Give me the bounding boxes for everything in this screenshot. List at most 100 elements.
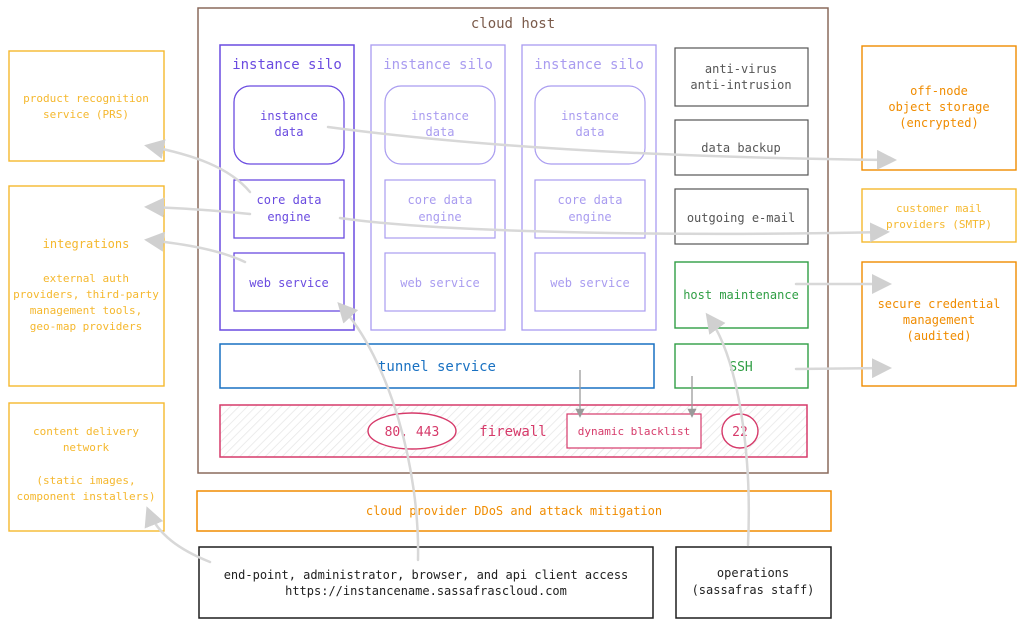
mail-line-2: providers (SMTP) [886, 218, 992, 231]
cloud-host: cloud host [197, 7, 829, 474]
web-service-box [233, 252, 345, 312]
client-access-box [198, 546, 654, 619]
ports-web-label: 80, 443 [385, 425, 440, 440]
dynamic-blacklist-label: dynamic blacklist [578, 425, 691, 438]
credential-box [861, 261, 1017, 387]
cdn-line-4: component installers) [16, 490, 155, 503]
cdn-line-3: (static images, [36, 474, 135, 487]
core-engine-label-2: engine [267, 210, 310, 224]
port-ssh-ellipse [721, 413, 759, 449]
host-maintenance-label: host maintenance [683, 288, 799, 302]
core-engine-label-1: core data [557, 193, 622, 207]
outgoing-email-box [674, 188, 809, 245]
antivirus-box [674, 47, 809, 107]
content-delivery-network: content delivery network (static images,… [8, 402, 165, 532]
integrations: integrations external auth providers, th… [8, 185, 165, 387]
dynamic-blacklist-box [566, 413, 702, 449]
integrations-line-3: management tools, [30, 304, 143, 317]
data-backup-box [674, 119, 809, 176]
prs-line-2: service (PRS) [43, 108, 129, 121]
arrow-engine-to-mail [338, 216, 890, 243]
cloud-host-frame [197, 7, 829, 474]
data-backup-label: data backup [701, 141, 780, 155]
operations-line-1: operations [717, 566, 789, 580]
cdn-box [8, 402, 165, 532]
outgoing-email-label: outgoing e-mail [687, 211, 795, 225]
firewall-label: firewall [479, 424, 546, 440]
customer-mail-providers: customer mail providers (SMTP) [861, 188, 1017, 243]
ddos-box [196, 490, 832, 532]
web-service-box [534, 252, 646, 312]
integrations-line-2: providers, third-party [13, 288, 159, 301]
silo-title: instance silo [383, 57, 493, 73]
host-services: anti-virus anti-intrusion data backup ou… [674, 47, 809, 389]
connector-arrows [144, 125, 897, 564]
instance-data-box [233, 85, 345, 165]
silo-frame [219, 44, 355, 331]
arrow-web-to-integrations [144, 231, 247, 264]
product-recognition-service: product recognition service (PRS) [8, 50, 165, 162]
mail-line-1: customer mail [896, 202, 982, 215]
core-engine-label-2: engine [418, 210, 461, 224]
core-engine-box [384, 179, 496, 239]
ddos-label: cloud provider DDoS and attack mitigatio… [366, 504, 662, 518]
integrations-title: integrations [43, 237, 130, 251]
integrations-box [8, 185, 165, 387]
operations-line-2: (sassafras staff) [692, 583, 815, 597]
ddos-mitigation: cloud provider DDoS and attack mitigatio… [196, 490, 832, 532]
integrations-line-1: external auth [43, 272, 129, 285]
prs-line-1: product recognition [23, 92, 149, 105]
ports-web-ellipse [367, 412, 457, 450]
arrow-client-to-web [337, 302, 420, 562]
antivirus-label-2: anti-intrusion [690, 78, 791, 92]
instance-data-label-1: instance [411, 109, 469, 123]
credential-line-3: (audited) [906, 329, 971, 343]
operations: operations (sassafras staff) [675, 546, 832, 619]
object-storage-line-1: off-node [910, 84, 968, 98]
arrow-engine-to-prs [144, 139, 252, 194]
core-engine-box [233, 179, 345, 239]
cdn-line-1: content delivery [33, 425, 139, 438]
arrow-engine-to-integrations [144, 197, 252, 218]
operations-box [675, 546, 832, 619]
arrow-ops-to-maintenance [705, 312, 750, 547]
object-storage-line-3: (encrypted) [899, 116, 978, 130]
cloud-host-title: cloud host [471, 16, 555, 32]
silo-frame [370, 44, 506, 331]
host-maintenance-box [674, 261, 809, 329]
prs-box [8, 50, 165, 162]
instance-data-box [534, 85, 646, 165]
instance-data-label-1: instance [561, 109, 619, 123]
client-access: end-point, administrator, browser, and a… [198, 546, 654, 619]
instance-data-label-2: data [426, 125, 455, 139]
instance-silo-2: instance silo instance data core data en… [370, 44, 506, 331]
core-engine-box [534, 179, 646, 239]
tunnel-service: tunnel service [219, 343, 655, 389]
credential-line-2: management [903, 313, 975, 327]
silo-title: instance silo [232, 57, 342, 73]
firewall: 80, 443 firewall dynamic blacklist 22 [219, 404, 808, 458]
web-service-label: web service [400, 276, 479, 290]
client-access-line-1: end-point, administrator, browser, and a… [224, 568, 629, 582]
cdn-line-2: network [63, 441, 110, 454]
silo-frame [521, 44, 657, 331]
client-access-line-2: https://instancename.sassafrascloud.com [285, 584, 567, 598]
instance-data-label-2: data [576, 125, 605, 139]
core-engine-label-1: core data [256, 193, 321, 207]
credential-line-1: secure credential [878, 297, 1001, 311]
mail-box [861, 188, 1017, 243]
core-engine-label-2: engine [568, 210, 611, 224]
arrow-data-to-storage [326, 125, 897, 170]
instance-data-label-2: data [275, 125, 304, 139]
web-service-box [384, 252, 496, 312]
instance-silo-3: instance silo instance data core data en… [521, 44, 657, 331]
tunnel-service-label: tunnel service [378, 359, 496, 375]
web-service-label: web service [249, 276, 328, 290]
ssh-box [674, 343, 809, 389]
silo-title: instance silo [534, 57, 644, 73]
tunnel-service-box [219, 343, 655, 389]
integrations-line-4: geo-map providers [30, 320, 143, 333]
instance-data-box [384, 85, 496, 165]
